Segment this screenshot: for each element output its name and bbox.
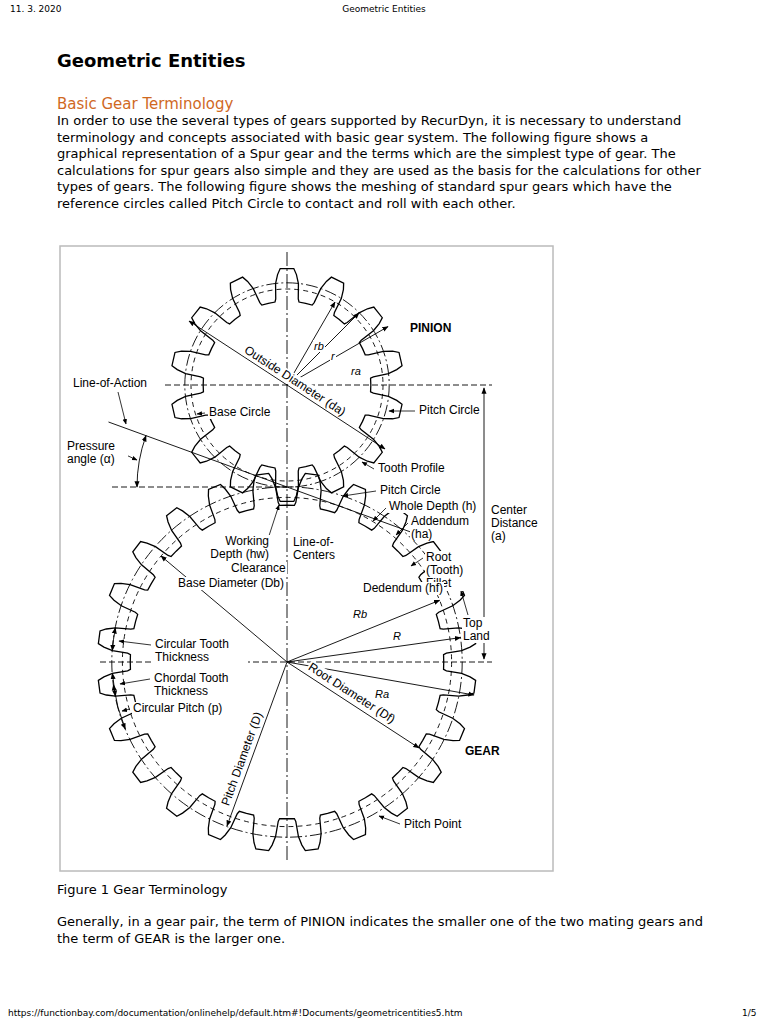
figure-label: Pitch Circle — [418, 404, 481, 417]
dimension-label: Whole Depth (h) — [388, 500, 477, 513]
body-text: Generally, in a gear pair, the term of P… — [57, 914, 707, 947]
dimension-label: Chordal Tooth Thickness — [153, 672, 247, 698]
part-name: PINION — [409, 322, 452, 335]
radius-label: ra — [350, 365, 362, 377]
radius-label: Rb — [352, 608, 368, 620]
dimension-label: Circular Pitch (p) — [132, 702, 223, 715]
section-heading: Basic Gear Terminology — [57, 95, 233, 113]
page-url: https://functionbay.com/documentation/on… — [8, 1008, 462, 1018]
figure-label: Base Circle — [208, 406, 271, 419]
dimension-label: Dedendum (hf) — [362, 582, 444, 595]
figure-label: Top Land — [462, 617, 498, 643]
figure-frame — [60, 246, 553, 871]
figure-label: Line-of-Centers — [292, 536, 349, 562]
body-text: In order to use the several types of gea… — [57, 113, 707, 212]
radius-label: Ra — [374, 688, 390, 700]
figure-label: Line-of-Action — [72, 377, 148, 390]
dimension-label: Circular Tooth Thickness — [154, 638, 248, 664]
page-number: 1/5 — [742, 1008, 756, 1018]
part-name: GEAR — [464, 745, 501, 758]
figure-label: Pitch Point — [403, 818, 462, 831]
dimension-label: Addendum (ha) — [410, 515, 474, 541]
radius-label: r — [330, 350, 336, 362]
figure-label: Pressure angle (α) — [66, 440, 128, 466]
dimension-label: Center Distance (a) — [490, 504, 552, 544]
print-date: 11. 3. 2020 — [10, 4, 62, 14]
figure-caption: Figure 1 Gear Terminology — [57, 882, 228, 897]
leader-lines — [118, 392, 468, 824]
dimension-label: Working Depth (hw) — [196, 535, 270, 561]
figure-label: Clearance — [230, 562, 287, 575]
page-title: Geometric Entities — [57, 50, 245, 71]
print-header: Geometric Entities — [309, 4, 459, 14]
dimension-label: Base Diameter (Db) — [177, 577, 285, 590]
radius-label: R — [392, 630, 402, 642]
construction-lines — [100, 252, 492, 862]
dimension-label: Pitch Diameter (D) — [219, 709, 266, 808]
figure-label: Pitch Circle — [379, 484, 442, 497]
figure-label: Tooth Profile — [377, 462, 446, 475]
radius-label: rb — [313, 340, 325, 352]
